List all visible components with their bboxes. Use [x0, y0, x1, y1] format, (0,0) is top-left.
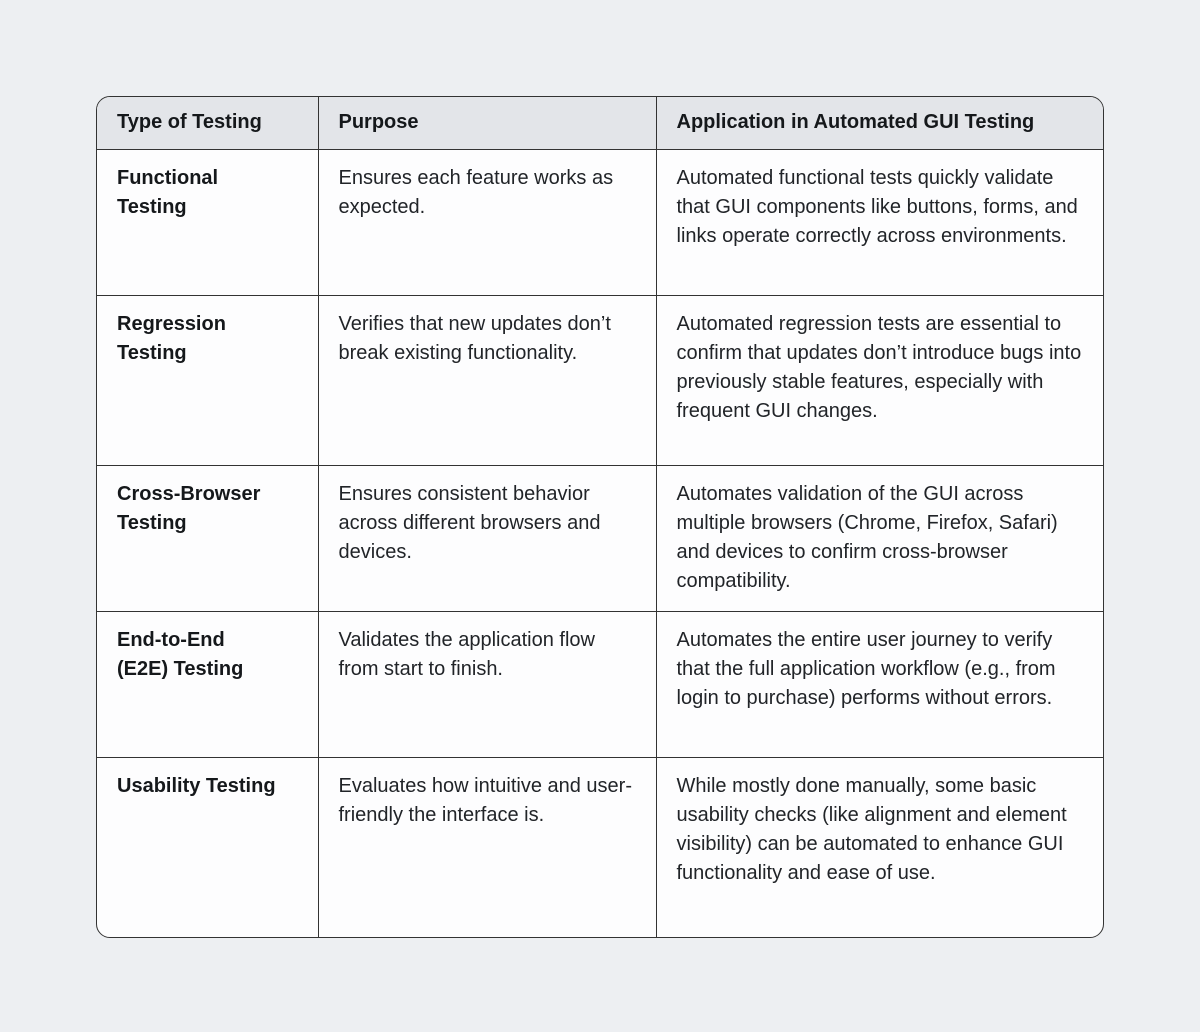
cell-application-usability: While mostly done manually, some basic u… [676, 774, 1067, 884]
cell-purpose-functional: Ensures each feature works as expected. [318, 149, 657, 296]
table-row-e2e-testing: End-to-End (E2E) Testing Validates the a… [97, 611, 1103, 758]
cell-application-cross-browser: Automates validation of the GUI across m… [656, 465, 1103, 612]
table-row-functional-testing: Functional Testing Ensures each feature … [97, 149, 1103, 296]
table-row-regression-testing: Regression Testing Verifies that new upd… [97, 295, 1103, 466]
testing-types-table: Type of Testing Purpose Application in A… [96, 96, 1104, 938]
table-row-usability-testing: Usability Testing Evaluates how intuitiv… [97, 757, 1103, 937]
cell-type-e2e: End-to-End (E2E) Testing [97, 611, 319, 758]
header-purpose: Purpose [318, 97, 657, 150]
cell-type-cross-browser: Cross-Browser Testing [97, 465, 319, 612]
cell-purpose-usability: Evaluates how intuitive and user-friendl… [318, 757, 657, 937]
table: Type of Testing Purpose Application in A… [97, 97, 1103, 937]
header-type-of-testing: Type of Testing [97, 97, 319, 150]
cell-application-e2e: Automates the entire user journey to ver… [656, 611, 1103, 758]
cell-purpose-cross-browser: Ensures consistent behavior across diffe… [318, 465, 657, 612]
table-row-cross-browser-testing: Cross-Browser Testing Ensures consistent… [97, 465, 1103, 612]
cell-type-usability: Usability Testing [97, 757, 319, 937]
cell-type-functional: Functional Testing [97, 149, 319, 296]
cell-application-regression: Automated regression tests are essential… [656, 295, 1103, 466]
header-row: Type of Testing Purpose Application in A… [97, 97, 1103, 150]
cell-purpose-regression: Verifies that new updates don’t break ex… [318, 295, 657, 466]
cell-purpose-e2e: Validates the application flow from star… [318, 611, 657, 758]
cell-type-regression: Regression Testing [97, 295, 319, 466]
header-application: Application in Automated GUI Testing [656, 97, 1103, 150]
cell-application-functional: Automated functional tests quickly valid… [656, 149, 1103, 296]
